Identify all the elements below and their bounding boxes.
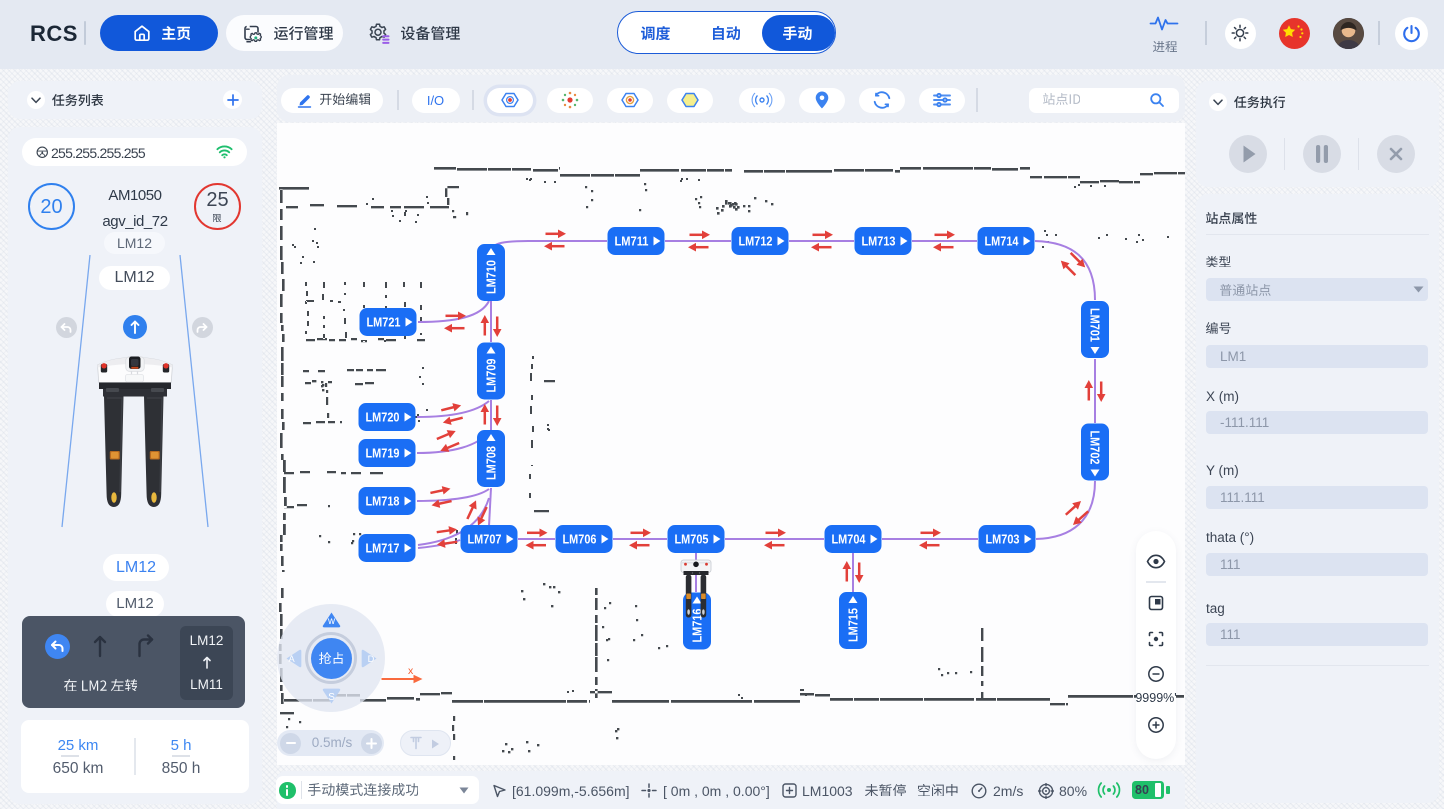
svg-text:LM709: LM709 [485,359,499,393]
svg-text:LM721: LM721 [367,316,401,330]
svg-text:x: x [408,665,414,677]
svg-text:S: S [328,692,335,703]
svg-text:LM702: LM702 [1087,431,1101,465]
svg-text:LM719: LM719 [366,447,400,461]
svg-text:LM715: LM715 [847,608,861,642]
svg-text:LM701: LM701 [1087,308,1101,342]
svg-text:LM717: LM717 [366,542,400,556]
svg-text:LM708: LM708 [485,446,499,480]
svg-text:LM705: LM705 [675,533,709,547]
svg-text:LM704: LM704 [832,533,866,547]
svg-text:LM716: LM716 [691,609,705,643]
svg-text:D: D [367,653,374,663]
svg-text:LM713: LM713 [862,235,896,249]
svg-text:LM714: LM714 [985,235,1019,249]
svg-text:LM712: LM712 [739,235,773,249]
svg-text:w: w [326,616,335,627]
svg-text:LM711: LM711 [615,235,649,249]
svg-text:LM706: LM706 [563,533,597,547]
svg-text:LM720: LM720 [366,411,400,425]
svg-text:LM707: LM707 [468,533,502,547]
svg-text:A: A [288,653,295,663]
svg-text:LM703: LM703 [986,533,1020,547]
svg-text:LM710: LM710 [485,260,499,294]
svg-text:LM718: LM718 [366,495,400,509]
